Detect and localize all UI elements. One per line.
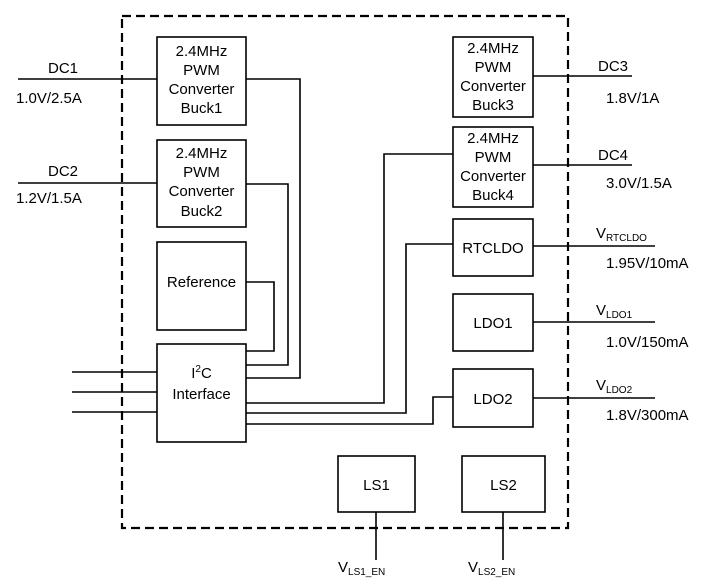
rtcldo-block: RTCLDO bbox=[452, 218, 534, 277]
dc3-rating: 1.8V/1A bbox=[606, 90, 659, 107]
dc4-label: DC4 bbox=[598, 147, 628, 164]
ldo2-label: LDO2 bbox=[473, 391, 512, 408]
dc1-label: DC1 bbox=[48, 60, 78, 77]
buck4-control-wire bbox=[246, 153, 453, 404]
chip-boundary bbox=[120, 14, 570, 530]
buck4-line-1: 2.4MHz bbox=[467, 130, 519, 147]
buck2-line-4: Buck2 bbox=[181, 203, 223, 220]
v-ldo2-label: VLDO2 bbox=[596, 377, 633, 396]
ls2-block: LS2 bbox=[461, 455, 546, 513]
buck2-block: 2.4MHz PWM Converter Buck2 bbox=[156, 139, 247, 228]
v-rtcldo-rating: 1.95V/10mA bbox=[606, 255, 689, 272]
v-ls2-en-label: VLS2_EN bbox=[468, 559, 515, 578]
dc2-rating: 1.2V/1.5A bbox=[16, 190, 82, 207]
reference-wire bbox=[246, 281, 275, 352]
dc1-rating: 1.0V/2.5A bbox=[16, 90, 82, 107]
dc4-rating: 3.0V/1.5A bbox=[606, 175, 672, 192]
buck2-control-wire bbox=[246, 183, 289, 366]
i2c-label: I2C bbox=[191, 364, 212, 382]
buck1-line-4: Buck1 bbox=[181, 100, 223, 117]
ls1-label: LS1 bbox=[363, 477, 390, 494]
v-ldo1-rating: 1.0V/150mA bbox=[606, 334, 689, 351]
buck4-line-3: Converter bbox=[460, 168, 526, 185]
buck1-line-2: PWM bbox=[183, 62, 220, 79]
buck4-line-4: Buck4 bbox=[472, 187, 514, 204]
buck1-block: 2.4MHz PWM Converter Buck1 bbox=[156, 36, 247, 126]
i2c-interface-block: I2C Interface bbox=[156, 343, 247, 443]
buck1-control-wire bbox=[246, 78, 301, 379]
buck2-line-2: PWM bbox=[183, 164, 220, 181]
rtcldo-control-wire bbox=[246, 243, 453, 414]
buck1-line-1: 2.4MHz bbox=[176, 43, 228, 60]
reference-block: Reference bbox=[156, 241, 247, 331]
reference-label: Reference bbox=[167, 274, 236, 291]
v-ldo2-rating: 1.8V/300mA bbox=[606, 407, 689, 424]
ldo1-label: LDO1 bbox=[473, 315, 512, 332]
ls2-label: LS2 bbox=[490, 477, 517, 494]
buck3-line-1: 2.4MHz bbox=[467, 40, 519, 57]
buck2-line-3: Converter bbox=[169, 183, 235, 200]
dc3-label: DC3 bbox=[598, 58, 628, 75]
buck1-line-3: Converter bbox=[169, 81, 235, 98]
buck3-block: 2.4MHz PWM Converter Buck3 bbox=[452, 36, 534, 118]
rtcldo-label: RTCLDO bbox=[462, 240, 523, 257]
v-ls1-en-label: VLS1_EN bbox=[338, 559, 385, 578]
ldo2-control-wire bbox=[246, 396, 453, 425]
ldo1-block: LDO1 bbox=[452, 293, 534, 352]
buck3-line-4: Buck3 bbox=[472, 97, 514, 114]
i2c-interface-label: Interface bbox=[172, 386, 230, 403]
ls1-block: LS1 bbox=[337, 455, 416, 513]
buck4-block: 2.4MHz PWM Converter Buck4 bbox=[452, 126, 534, 208]
ldo2-block: LDO2 bbox=[452, 368, 534, 428]
buck3-line-3: Converter bbox=[460, 78, 526, 95]
buck4-line-2: PWM bbox=[475, 149, 512, 166]
v-ldo1-label: VLDO1 bbox=[596, 302, 633, 321]
buck2-line-1: 2.4MHz bbox=[176, 145, 228, 162]
buck3-line-2: PWM bbox=[475, 59, 512, 76]
dc2-label: DC2 bbox=[48, 163, 78, 180]
v-rtcldo-label: VRTCLDO bbox=[596, 225, 647, 244]
